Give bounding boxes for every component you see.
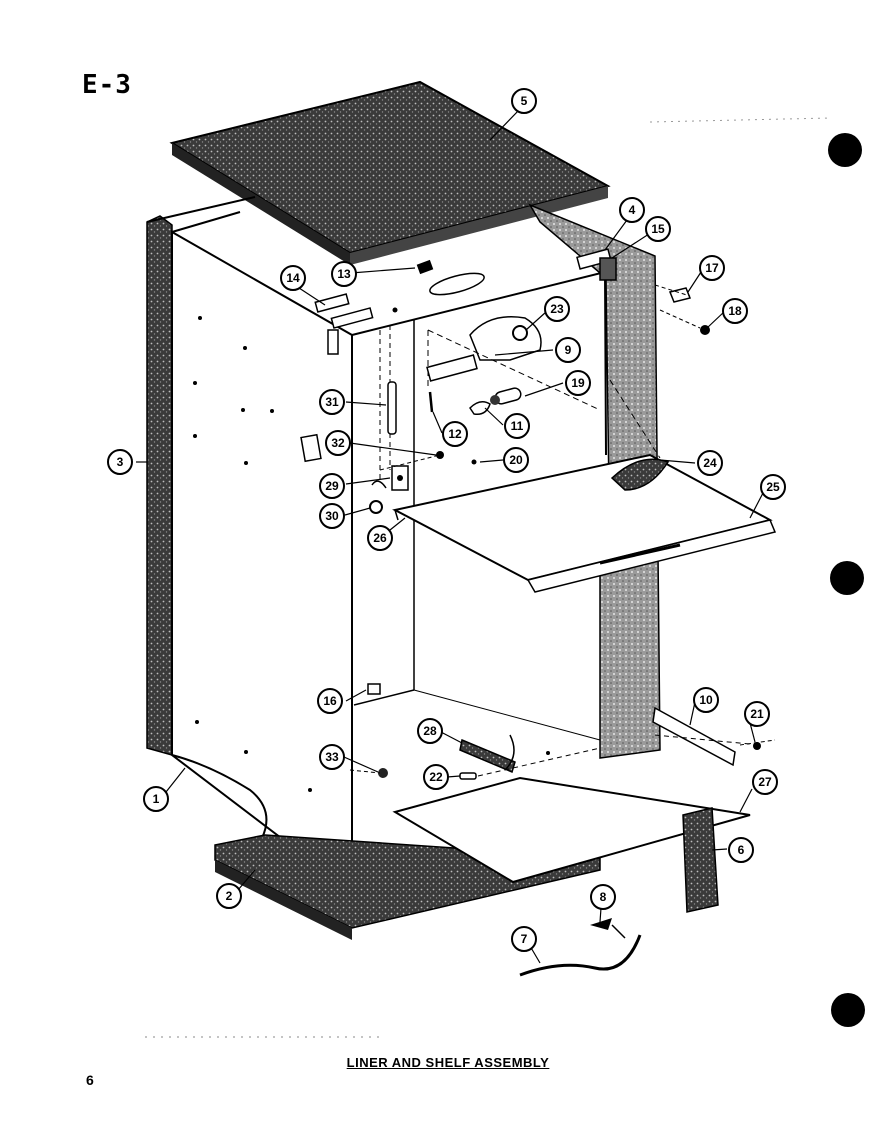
callout-19: 19: [565, 370, 591, 396]
callout-18: 18: [722, 298, 748, 324]
callout-label: 29: [325, 479, 339, 493]
callout-7: 7: [511, 926, 537, 952]
callout-10: 10: [693, 687, 719, 713]
shelf-bracket: [652, 706, 736, 767]
insulation-block: [682, 807, 719, 913]
callout-label: 28: [423, 724, 437, 738]
callout-26: 26: [367, 525, 393, 551]
wire-clip: [590, 918, 612, 930]
callout-label: 24: [703, 456, 717, 470]
callout-label: 30: [325, 509, 339, 523]
callout-14: 14: [280, 265, 306, 291]
callout-label: 25: [766, 480, 780, 494]
left-side-panel: [146, 215, 173, 756]
callout-label: 33: [325, 750, 339, 764]
callout-6: 6: [728, 837, 754, 863]
callout-33: 33: [319, 744, 345, 770]
callout-label: 31: [325, 395, 339, 409]
callout-label: 23: [550, 302, 564, 316]
callout-31: 31: [319, 389, 345, 415]
callout-label: 11: [511, 419, 524, 433]
callout-label: 7: [521, 932, 528, 946]
drain-trough: [459, 738, 516, 774]
screw-17: [654, 284, 692, 303]
callout-8: 8: [590, 884, 616, 910]
upper-shelf-front-rail: [526, 519, 777, 593]
page-number: 6: [86, 1072, 94, 1088]
callout-label: 19: [571, 376, 585, 390]
callout-label: 6: [738, 843, 745, 857]
callout-label: 1: [153, 792, 160, 806]
diagram-caption: LINER AND SHELF ASSEMBLY: [346, 1055, 550, 1070]
callout-5: 5: [511, 88, 537, 114]
wire-channel: [387, 381, 397, 435]
callout-32: 32: [325, 430, 351, 456]
liner-screw-holes: [193, 316, 312, 792]
callout-label: 17: [705, 261, 719, 275]
callout-label: 26: [373, 531, 387, 545]
callout-label: 10: [699, 693, 713, 707]
callout-30: 30: [319, 503, 345, 529]
punch-hole-middle: [830, 561, 864, 595]
top-panel: [169, 80, 611, 255]
callout-label: 14: [286, 271, 300, 285]
callout-9: 9: [555, 337, 581, 363]
shelf-hinge-part: [610, 458, 670, 491]
callout-label: 21: [750, 707, 764, 721]
callout-label: 20: [509, 453, 523, 467]
callout-label: 32: [331, 436, 345, 450]
callout-24: 24: [697, 450, 723, 476]
callout-3: 3: [107, 449, 133, 475]
callout-23: 23: [544, 296, 570, 322]
callout-17: 17: [699, 255, 725, 281]
callout-label: 5: [521, 94, 528, 108]
punch-hole-top: [828, 133, 862, 167]
callout-2: 2: [216, 883, 242, 909]
callout-29: 29: [319, 473, 345, 499]
callout-label: 15: [651, 222, 665, 236]
callout-label: 9: [565, 343, 572, 357]
callout-21: 21: [744, 701, 770, 727]
callout-label: 13: [337, 267, 351, 281]
callout-22: 22: [423, 764, 449, 790]
callout-13: 13: [331, 261, 357, 287]
callout-16: 16: [317, 688, 343, 714]
liner-left-face: [171, 230, 353, 895]
diagram-code: E-3: [82, 70, 132, 100]
top-panel-edge-front: [172, 143, 350, 265]
top-panel-edge-right: [350, 186, 608, 265]
callout-27: 27: [752, 769, 778, 795]
callout-15: 15: [645, 216, 671, 242]
screw-18: [659, 309, 710, 335]
callout-label: 18: [728, 304, 742, 318]
callout-label: 8: [600, 890, 607, 904]
callout-11: 11: [504, 413, 530, 439]
callout-label: 2: [226, 889, 233, 903]
callout-label: 22: [429, 770, 443, 784]
callout-label: 27: [758, 775, 772, 789]
punch-hole-bottom: [831, 993, 865, 1027]
callout-25: 25: [760, 474, 786, 500]
callout-label: 4: [629, 203, 636, 217]
callout-label: 3: [117, 455, 124, 469]
callout-1: 1: [143, 786, 169, 812]
callout-balloons: 1234567891011121314151617181920212223242…: [107, 88, 786, 952]
callout-label: 16: [323, 694, 337, 708]
callout-20: 20: [503, 447, 529, 473]
callout-28: 28: [417, 718, 443, 744]
callout-12: 12: [442, 421, 468, 447]
lower-shelf: [392, 776, 751, 884]
callout-4: 4: [619, 197, 645, 223]
wire-harness: [519, 934, 642, 977]
callout-label: 12: [448, 427, 462, 441]
